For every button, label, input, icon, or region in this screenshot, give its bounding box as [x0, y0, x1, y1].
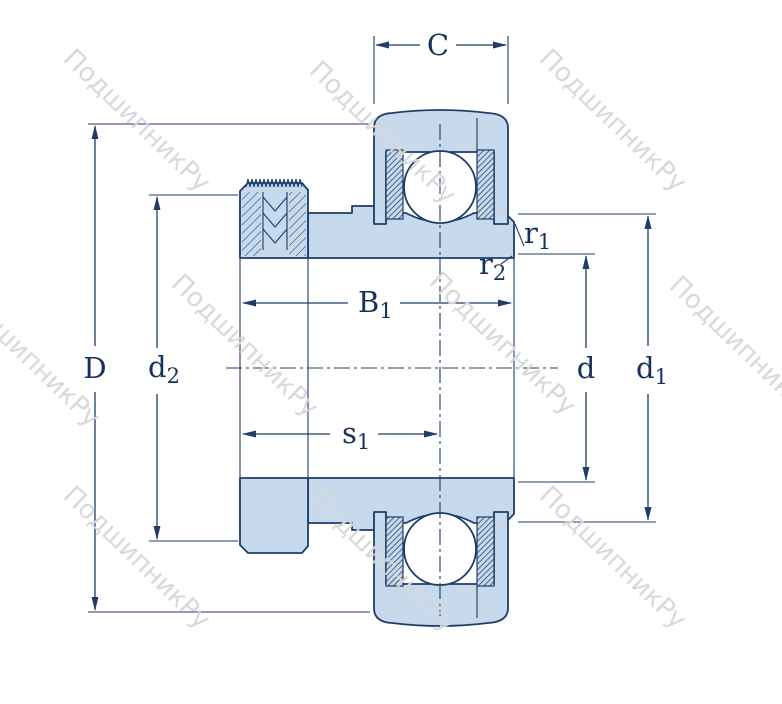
- label-subscript: 1: [379, 299, 392, 323]
- extension-line: [518, 253, 595, 483]
- label-base: r: [479, 247, 493, 281]
- seal-top-left: [385, 149, 404, 220]
- label-subscript: 1: [655, 365, 668, 389]
- watermark-text: ПодшипникРу: [533, 43, 692, 198]
- dimension-label-d2: d2: [148, 350, 180, 388]
- extension-line: [149, 194, 238, 542]
- dimension-label-r1: r1: [524, 216, 551, 254]
- seal-bottom-left: [385, 516, 404, 587]
- thread-chevrons: [262, 196, 288, 244]
- label-subscript: 2: [167, 364, 180, 388]
- leader-line: [514, 223, 525, 247]
- seal-bottom-right: [476, 516, 495, 587]
- collar-hatch-right: [289, 192, 306, 256]
- dimension-label-d: d: [577, 351, 596, 385]
- label-subscript: 1: [357, 430, 370, 454]
- dimension-label-r2: r2: [479, 247, 506, 285]
- watermark-text: ПодшипникРу: [165, 268, 324, 423]
- label-base: s: [342, 416, 357, 450]
- extension-line: [373, 36, 509, 104]
- dimension-r1: r1: [514, 216, 551, 254]
- dimension-label-d1: d1: [636, 351, 668, 389]
- extension-line: [88, 123, 370, 613]
- dimension-d: d: [518, 253, 596, 483]
- dimension-label-B1: B1: [358, 285, 393, 323]
- set-screw-bore-lines: [262, 192, 288, 250]
- extension-line: [518, 213, 656, 523]
- dimension-label-C: C: [427, 28, 449, 62]
- knurl-pattern: [245, 178, 303, 188]
- leader-line: [500, 255, 513, 265]
- dimension-d2: d2: [148, 194, 238, 542]
- watermark-text: ПодшипникРу: [57, 43, 216, 198]
- dimension-r2: r2: [479, 247, 513, 285]
- dimension-label-D: D: [83, 351, 106, 385]
- dimension-label-s1: s1: [342, 416, 370, 454]
- label-base: d: [148, 350, 167, 384]
- outer-ring-top-section: [373, 109, 509, 225]
- outer-ring-bottom-section: [373, 511, 509, 627]
- label-base: d: [636, 351, 655, 385]
- collar-bottom-section: [239, 477, 309, 554]
- bearing-drawing: [226, 109, 558, 627]
- watermarks: ПодшипникРу ПодшипникРу ПодшипникРу Подш…: [0, 43, 782, 638]
- label-base: B: [358, 285, 379, 319]
- dimension-C: C: [373, 28, 509, 104]
- dimension-s1: s1: [242, 416, 438, 454]
- label-subscript: 1: [538, 230, 551, 254]
- collar-hatch-left: [242, 192, 261, 256]
- watermark-text: ПодшипникРу: [423, 266, 582, 421]
- label-base: r: [524, 216, 538, 250]
- dimension-B1: B1: [242, 285, 512, 323]
- watermark-text: ПодшипникРу: [663, 270, 782, 425]
- watermark-text: ПодшипникРу: [533, 480, 692, 635]
- seal-top-right: [476, 149, 495, 220]
- label-subscript: 2: [493, 261, 506, 285]
- dimension-d1: d1: [518, 213, 668, 523]
- dimension-D: D: [83, 123, 370, 613]
